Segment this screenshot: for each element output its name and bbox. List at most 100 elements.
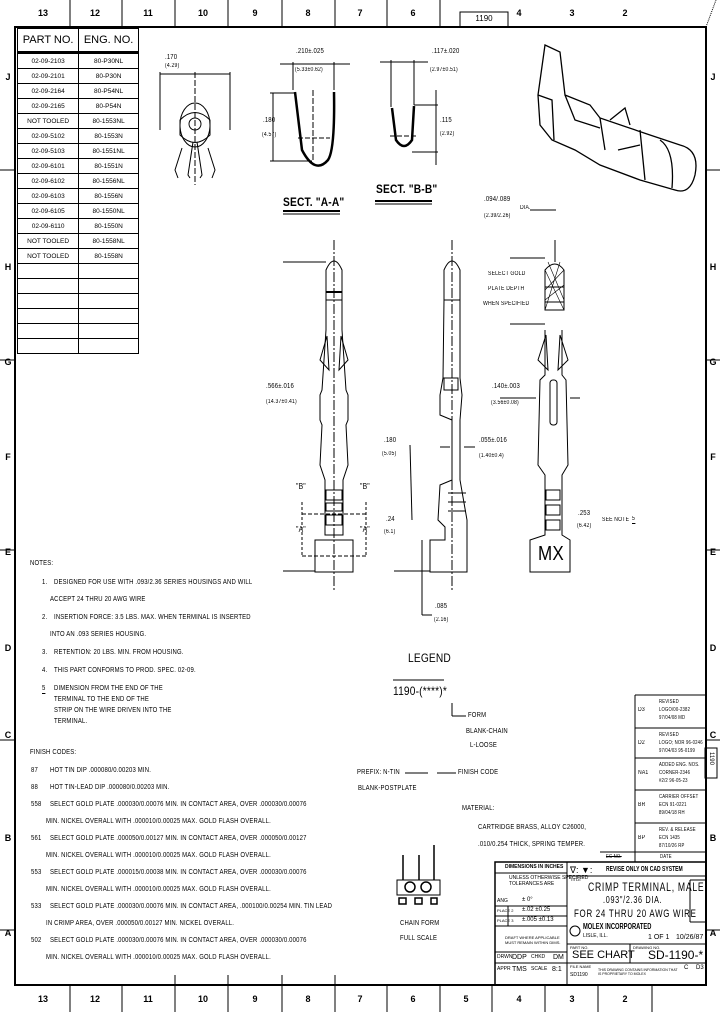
eng-no-cell: 80-P54N bbox=[78, 98, 139, 114]
isometric-terminal-view bbox=[537, 44, 697, 192]
part-no-cell: NOT TOOLED bbox=[16, 233, 80, 249]
sect-a-height-dim: .180 bbox=[263, 117, 276, 124]
zone-column-bottom: 7 bbox=[357, 994, 363, 1004]
revision-block bbox=[600, 694, 706, 862]
material-heading: MATERIAL: bbox=[462, 805, 495, 812]
plating-note-line-1: SELECT GOLD bbox=[488, 271, 526, 277]
proprietary-warning: THIS DRAWING CONTAINS INFORMATION THAT I… bbox=[598, 968, 678, 976]
plated-view bbox=[500, 240, 580, 573]
finish-text: SELECT GOLD PLATE .000030/0.00076 MIN. I… bbox=[50, 937, 307, 944]
zone-row-right: B bbox=[709, 833, 717, 843]
zone-column-top: 11 bbox=[143, 8, 153, 18]
part-no-cell bbox=[16, 323, 80, 339]
file-name: SD1190 bbox=[570, 972, 588, 978]
eng-no-cell: 80-1553NL bbox=[78, 113, 139, 129]
eng-no-cell: 80-P54NL bbox=[78, 83, 139, 99]
sect-b-height-dim: .115 bbox=[440, 117, 452, 124]
revision-desc: 87/10/26 RP bbox=[659, 843, 685, 849]
zone-row-right: C bbox=[709, 730, 717, 740]
legend-form-loose: L-LOOSE bbox=[470, 742, 497, 749]
zone-column-bottom: 12 bbox=[89, 994, 101, 1004]
revision-desc: 97/04/03 95-0199 bbox=[659, 748, 696, 754]
zone-column-top: 8 bbox=[305, 8, 311, 18]
legend-form: FORM bbox=[468, 712, 487, 719]
zone-row-right: A bbox=[709, 928, 717, 938]
finish-text: SELECT GOLD PLATE .000030/0.00076 MIN. I… bbox=[50, 903, 333, 910]
front-view bbox=[283, 240, 367, 590]
scale-label: SCALE bbox=[531, 966, 548, 972]
section-a-a bbox=[270, 62, 350, 215]
legend-code: 1190-(****)* bbox=[393, 684, 448, 698]
front-height-dim-mm: (6.1) bbox=[384, 529, 396, 535]
table-row bbox=[16, 308, 139, 324]
drawn-by: DDP bbox=[512, 954, 527, 961]
part-no-cell: 02-09-5103 bbox=[16, 143, 80, 159]
note-text: ACCEPT 24 THRU 20 AWG WIRE bbox=[50, 596, 146, 603]
revision-desc: ADDED ENG. NOS. bbox=[659, 762, 700, 768]
finish-text: HOT TIN DIP .000080/0.00203 MIN. bbox=[50, 767, 152, 774]
material-line-1: CARTRIDGE BRASS, ALLOY C26000, bbox=[478, 824, 587, 831]
drawing-tab-box bbox=[459, 11, 509, 28]
sheet-size: C bbox=[684, 965, 689, 971]
legend-title: LEGEND bbox=[408, 651, 451, 665]
revision-desc: 89/04/18 RH bbox=[659, 810, 685, 816]
revision-letter: D3 bbox=[638, 707, 645, 713]
side-tab: 1190 bbox=[708, 752, 714, 765]
revise-note: REVISE ONLY ON CAD SYSTEM bbox=[606, 866, 683, 873]
part-no-cell bbox=[16, 263, 80, 279]
drawing-no-value: SD-1190-* bbox=[648, 948, 704, 962]
revision-desc: REV. & RELEASE bbox=[659, 827, 696, 833]
sect-a-title: SECT. "A-A" bbox=[283, 195, 345, 209]
finish-text: MIN. NICKEL OVERALL WITH .000010/0.00025… bbox=[46, 818, 271, 825]
tol-2place-label: PLACE 2 bbox=[497, 908, 514, 913]
zone-row-right: G bbox=[709, 357, 717, 367]
table-row bbox=[16, 338, 139, 354]
drawing-tab: 1190 bbox=[475, 14, 493, 23]
part-no-cell: 02-09-6103 bbox=[16, 188, 80, 204]
revision-letter: D2 bbox=[638, 740, 645, 746]
dims-header: DIMENSIONS IN INCHES bbox=[505, 864, 564, 870]
table-row bbox=[16, 323, 139, 339]
tol-note-2: TOLERANCES ARE bbox=[509, 881, 555, 887]
drawing-date: 10/26/87 bbox=[676, 934, 704, 941]
material-line-2: .010/0.254 THICK, SPRING TEMPER. bbox=[478, 841, 586, 848]
zone-row-left: D bbox=[4, 643, 12, 653]
finish-text: MIN. NICKEL OVERALL WITH .000010/0.00025… bbox=[46, 852, 271, 859]
see-note-label: SEE NOTE bbox=[602, 517, 630, 523]
molex-logo bbox=[569, 925, 581, 937]
part-no-cell: 02-09-5102 bbox=[16, 128, 80, 144]
zone-row-right: D bbox=[709, 643, 717, 653]
sect-b-height-dim-mm: (2.92) bbox=[440, 131, 455, 137]
finish-code: 558 bbox=[31, 801, 42, 808]
note-text: TERMINAL. bbox=[54, 718, 88, 725]
eng-no-cell bbox=[78, 323, 139, 339]
side-dim-1: .180 bbox=[384, 437, 397, 444]
section-a-marker-left: "A" bbox=[296, 525, 306, 534]
table-row bbox=[16, 263, 139, 279]
tol-3place-value: ±.005 ±0.13 bbox=[522, 917, 554, 923]
zone-column-bottom: 11 bbox=[143, 994, 153, 1004]
note-number: 5 bbox=[42, 685, 46, 694]
legend-prefix: PREFIX: N-TIN bbox=[357, 769, 400, 776]
zone-column-top: 13 bbox=[37, 8, 49, 18]
zone-column-bottom: 2 bbox=[622, 994, 628, 1004]
revision-desc: 97/04/08 MD bbox=[659, 715, 686, 721]
file-name-label: FILE NAME bbox=[570, 964, 592, 969]
revision-letter: BP bbox=[638, 835, 646, 841]
zone-row-left: H bbox=[4, 262, 12, 272]
finish-text: HOT TIN-LEAD DIP .000080/0.00203 MIN. bbox=[50, 784, 170, 791]
pin-dia-label: DIA. bbox=[520, 205, 531, 211]
chain-form-view bbox=[396, 845, 441, 905]
plated-length-dim-mm: (6.42) bbox=[577, 523, 592, 529]
eng-no-cell: 80-P30N bbox=[78, 68, 139, 84]
checked-by: DM bbox=[553, 954, 564, 961]
finish-code: 502 bbox=[31, 937, 42, 944]
sheet-number: 1 OF 1 bbox=[648, 934, 670, 941]
legend-form-chain: BLANK-CHAIN bbox=[466, 728, 508, 735]
sect-a-width-dim-mm: (5.33±0.62) bbox=[295, 67, 323, 73]
